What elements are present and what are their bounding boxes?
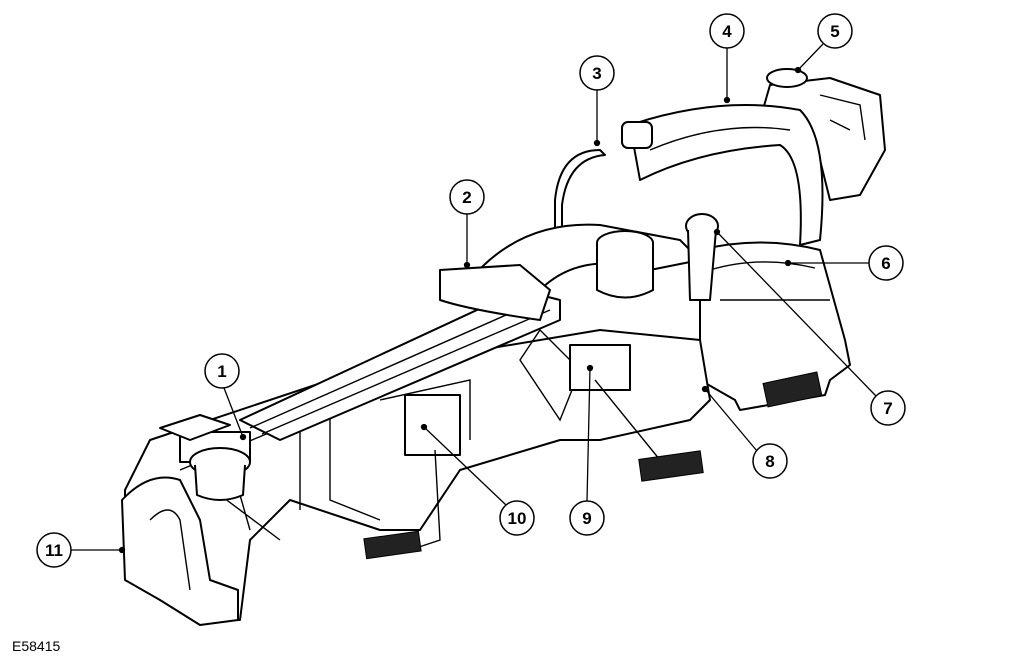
callout-8: 8: [752, 443, 788, 479]
callout-label: 4: [722, 22, 732, 41]
callout-3: 3: [579, 55, 615, 91]
callout-11: 11: [36, 532, 72, 568]
callout-label: 6: [881, 254, 890, 273]
callout-label: 8: [765, 452, 774, 471]
callout-label: 1: [217, 362, 226, 381]
leader-lines: [71, 43, 877, 554]
callout-2: 2: [449, 179, 485, 215]
callout-6: 6: [868, 245, 904, 281]
callout-label: 5: [830, 22, 839, 41]
callout-4: 4: [709, 13, 745, 49]
callout-10: 10: [499, 500, 535, 536]
callout-label: 7: [883, 399, 892, 418]
hvac-assembly-drawing: [121, 68, 886, 626]
callout-label: 9: [582, 509, 591, 528]
callout-label: 2: [462, 188, 471, 207]
callout-1: 1: [204, 353, 240, 389]
callout-9: 9: [569, 500, 605, 536]
figure-reference: E58415: [12, 638, 61, 654]
callout-7: 7: [870, 390, 906, 426]
callout-5: 5: [817, 13, 853, 49]
callout-label: 11: [45, 541, 63, 560]
callout-label: 3: [592, 64, 601, 83]
callout-label: 10: [508, 509, 527, 528]
